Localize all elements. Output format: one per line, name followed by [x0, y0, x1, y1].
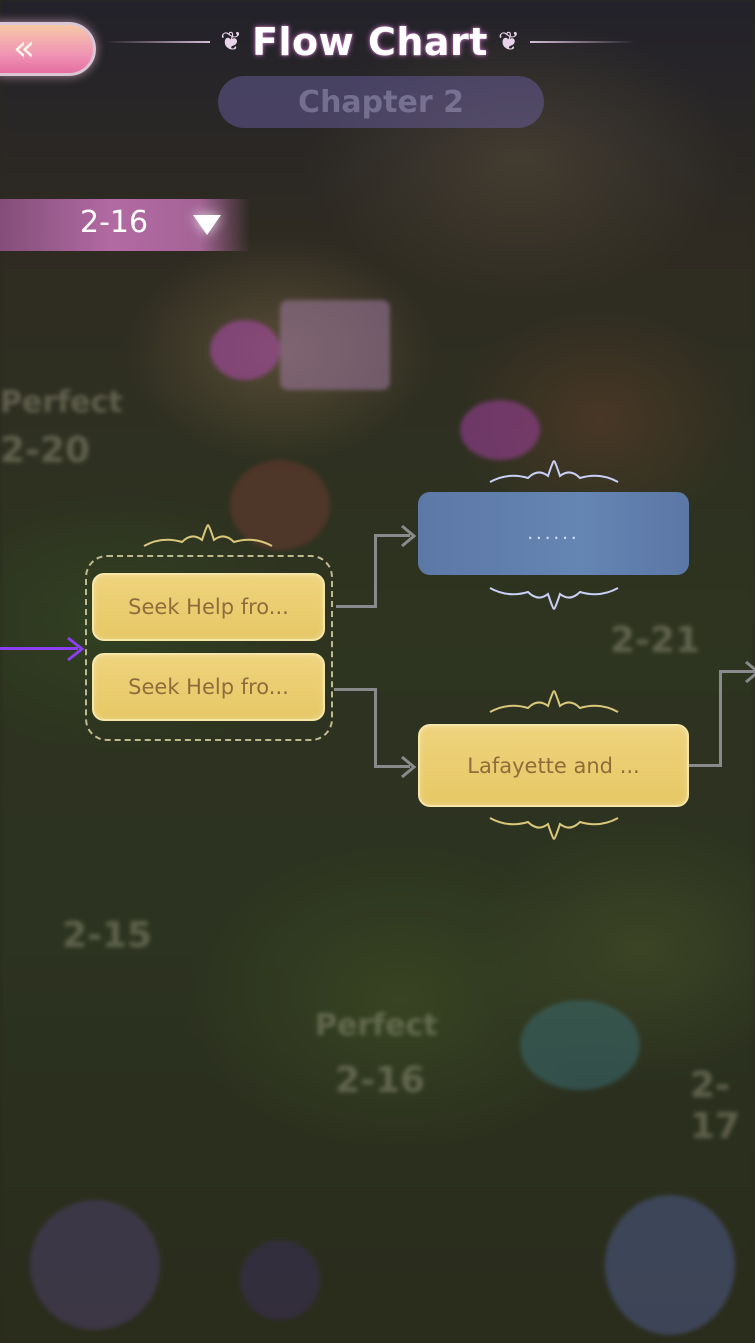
- choice-label: Seek Help fro...: [128, 595, 289, 619]
- stage-badge: 2-16: [335, 1060, 426, 1101]
- flourish-right-icon: ❦: [497, 27, 520, 57]
- arrow-head-icon: [401, 755, 417, 779]
- perfect-label: Perfect: [315, 1008, 438, 1043]
- connector: [374, 765, 410, 768]
- divider-line: [529, 41, 636, 43]
- blue-ornament-icon: [489, 460, 619, 483]
- book-button-ghost: [30, 1200, 160, 1330]
- node-label: ......: [527, 523, 580, 544]
- back-button[interactable]: «: [0, 22, 96, 76]
- perfect-label: Perfect: [0, 385, 123, 420]
- tree-decoration: [230, 460, 330, 550]
- connector: [374, 534, 410, 537]
- stage-badge: 2-21: [610, 620, 701, 661]
- connector: [719, 670, 722, 767]
- level-dropdown[interactable]: 2-16: [0, 199, 250, 251]
- choice-label: Seek Help fro...: [128, 675, 289, 699]
- stage-badge: 2-17: [690, 1065, 741, 1147]
- page-title: Flow Chart: [252, 20, 488, 64]
- star-button-ghost: [240, 1240, 320, 1320]
- connector: [374, 688, 377, 768]
- gold-ornament-icon: [143, 524, 273, 547]
- node-label: Lafayette and ...: [467, 753, 640, 778]
- story-node[interactable]: Lafayette and ...: [418, 724, 689, 807]
- incoming-connector: [0, 647, 78, 650]
- flourish-left-icon: ❦: [220, 27, 243, 57]
- gold-ornament-icon: [489, 817, 619, 840]
- connector: [374, 534, 377, 608]
- choice-option-2[interactable]: Seek Help fro...: [92, 653, 325, 721]
- divider-line: [105, 41, 211, 43]
- arrow-head-icon: [401, 524, 417, 548]
- arrow-head-icon: [745, 660, 755, 684]
- triangle-down-icon: [193, 215, 221, 235]
- flower-decoration: [210, 320, 280, 380]
- connector: [689, 764, 722, 767]
- locked-story-node[interactable]: ......: [418, 492, 689, 575]
- level-value: 2-16: [80, 205, 149, 240]
- flower-decoration: [460, 400, 540, 460]
- gold-ornament-icon: [489, 690, 619, 713]
- stage-badge: 2-20: [0, 430, 91, 471]
- stage-badge: 2-15: [62, 915, 153, 956]
- arrow-head-icon: [67, 636, 85, 662]
- connector: [719, 670, 755, 673]
- connector: [334, 688, 377, 691]
- choice-group: [85, 555, 333, 741]
- teacup-decoration: [520, 1000, 640, 1090]
- title-banner: ❦ Flow Chart ❦: [105, 14, 636, 70]
- header-bar: « ❦ Flow Chart ❦: [0, 0, 755, 90]
- choice-option-1[interactable]: Seek Help fro...: [92, 573, 325, 641]
- sign-decoration: [280, 300, 390, 390]
- profile-button-ghost: [605, 1195, 735, 1335]
- connector: [336, 605, 376, 608]
- chapter-selector-ghost: Chapter 2: [218, 76, 544, 128]
- blue-ornament-icon: [489, 587, 619, 610]
- double-chevron-left-icon: «: [13, 28, 36, 69]
